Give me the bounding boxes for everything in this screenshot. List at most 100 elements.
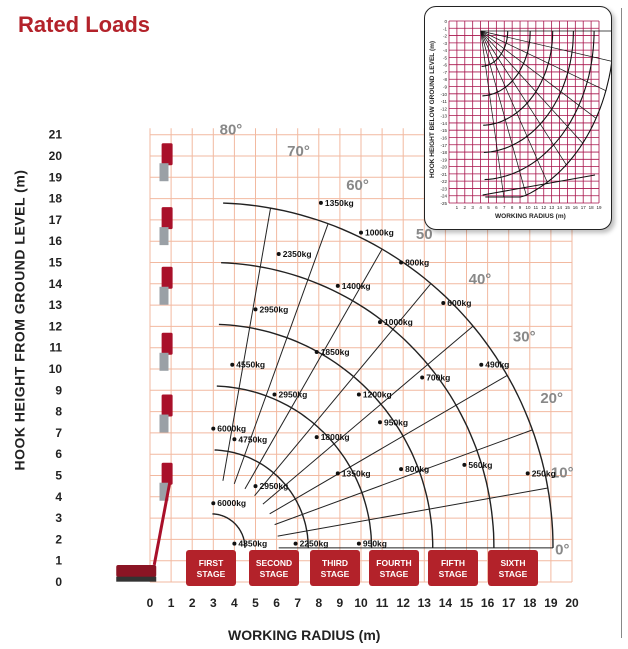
load-point <box>211 501 216 506</box>
load-point <box>377 420 382 425</box>
inset-y-tick: -15 <box>440 128 447 133</box>
y-tick-label: 12 <box>49 319 63 333</box>
x-tick-label: 8 <box>315 596 322 610</box>
inset-y-tick: -14 <box>440 121 447 126</box>
inset-angle-line <box>480 30 607 92</box>
inset-y-tick: -21 <box>440 172 447 177</box>
boom-hook <box>159 286 169 305</box>
load-label: 1000kg <box>365 228 394 238</box>
x-tick-label: 0 <box>147 596 154 610</box>
load-label: 1400kg <box>342 281 371 291</box>
load-point <box>356 541 361 546</box>
inset-stage-arc <box>485 63 611 198</box>
x-tick-label: 2 <box>189 596 196 610</box>
x-tick-label: 12 <box>397 596 411 610</box>
load-point <box>420 375 425 380</box>
x-tick-label: 7 <box>294 596 301 610</box>
load-point <box>335 283 340 288</box>
stage-label: STAGE <box>499 569 528 579</box>
page-divider <box>621 8 622 638</box>
inset-angle-line <box>480 30 597 119</box>
load-label: 1850kg <box>321 347 350 357</box>
load-point <box>335 471 340 476</box>
inset-x-tick: 9 <box>519 205 522 210</box>
inset-y-tick: -9 <box>443 85 447 90</box>
x-tick-label: 17 <box>502 596 516 610</box>
inset-y-tick: -11 <box>441 99 448 104</box>
stage-box-bg <box>428 550 478 586</box>
boom-head <box>161 207 173 230</box>
inset-angle-line <box>480 30 583 144</box>
y-tick-label: 18 <box>49 192 63 206</box>
angle-line <box>233 223 329 485</box>
inset-y-axis-label-text: HOOK HEIGHT BELOW GROUND LEVEL (m) <box>429 40 437 178</box>
load-point <box>314 435 319 440</box>
stage-label: STAGE <box>439 569 468 579</box>
inset-y-tick: -18 <box>440 150 447 155</box>
boom-arm <box>152 475 173 566</box>
load-point <box>230 362 235 367</box>
inset-base-line <box>482 174 596 196</box>
inset-x-tick: 4 <box>479 205 482 210</box>
inset-x-tick: 3 <box>471 205 474 210</box>
y-tick-label: 21 <box>49 128 63 142</box>
load-point <box>377 320 382 325</box>
x-tick-label: 13 <box>418 596 432 610</box>
y-tick-label: 6 <box>55 447 62 461</box>
boom-head <box>161 266 173 289</box>
y-tick-label: 9 <box>55 383 62 397</box>
y-tick-label: 20 <box>49 149 63 163</box>
inset-chart: 0-1-2-3-4-5-6-7-8-9-10-11-12-13-14-15-16… <box>424 6 612 230</box>
stage-label: STAGE <box>380 569 409 579</box>
angle-line <box>254 283 432 497</box>
boom-hook <box>159 414 169 433</box>
inset-y-tick: -10 <box>440 92 447 97</box>
stage-arc <box>214 449 309 548</box>
y-tick-label: 7 <box>55 426 62 440</box>
inset-angle-line <box>480 30 527 196</box>
load-label: 2250kg <box>300 539 329 549</box>
inset-y-tick: -8 <box>443 77 447 82</box>
angle-label: 0° <box>555 541 569 558</box>
y-tick-label: 3 <box>55 511 62 525</box>
x-tick-label: 3 <box>210 596 217 610</box>
inset-y-tick: 0 <box>444 19 447 24</box>
y-tick-label: 8 <box>55 405 62 419</box>
boom-hook <box>159 163 169 182</box>
angle-label: 20° <box>540 390 563 407</box>
inset-x-tick: 8 <box>511 205 514 210</box>
inset-stage-arc <box>483 30 574 154</box>
stage-arc <box>223 202 554 548</box>
stage-box-bg <box>488 550 538 586</box>
load-label: 600kg <box>447 298 471 308</box>
stage-label: STAGE <box>260 569 289 579</box>
x-tick-label: 20 <box>565 596 579 610</box>
load-label: 4750kg <box>238 434 267 444</box>
inset-x-tick: 19 <box>596 205 602 210</box>
stage-box-bg <box>310 550 360 586</box>
inset-x-tick: 15 <box>565 205 571 210</box>
inset-y-tick: -25 <box>440 201 447 206</box>
stage-box-bg <box>249 550 299 586</box>
y-tick-label: 19 <box>49 170 63 184</box>
angle-line <box>277 487 548 537</box>
load-label: 490kg <box>485 360 509 370</box>
angle-line <box>244 248 383 490</box>
y-tick-label: 17 <box>49 213 63 227</box>
load-point <box>359 230 363 235</box>
load-point <box>253 484 258 489</box>
boom-head <box>161 332 173 355</box>
load-label: 800kg <box>405 464 429 474</box>
inset-y-tick: -3 <box>443 41 447 46</box>
load-point <box>232 437 237 442</box>
inset-y-tick: -13 <box>440 114 447 119</box>
angle-label: 30° <box>513 328 536 345</box>
load-point <box>293 541 298 546</box>
load-label: 800kg <box>405 258 429 268</box>
inset-y-tick: -12 <box>440 106 447 111</box>
x-tick-label: 16 <box>481 596 495 610</box>
